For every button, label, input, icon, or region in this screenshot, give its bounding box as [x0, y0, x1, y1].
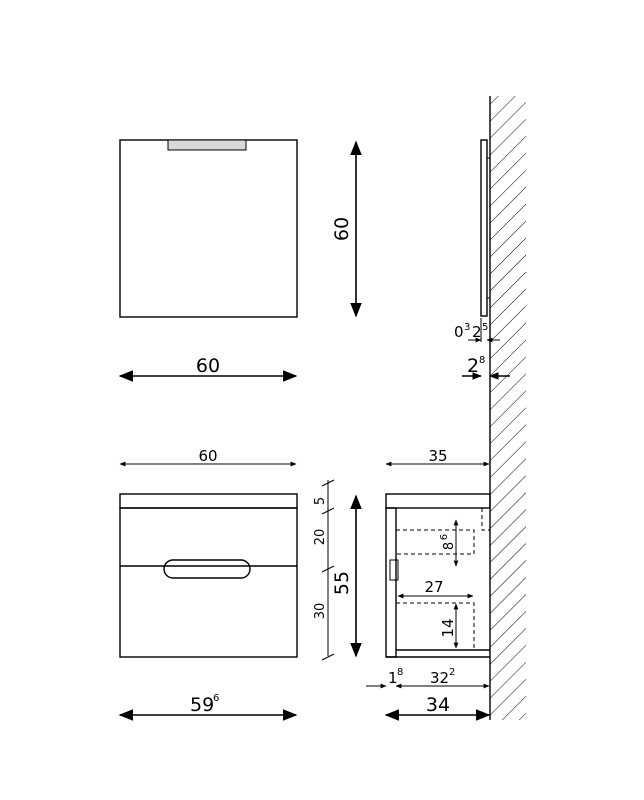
cabinet-front-view [119, 493, 298, 658]
cabinet-top-depth-label: 35 [428, 447, 447, 465]
cabinet-total-height-dimension: 55 [331, 494, 362, 658]
mirror-depth-sup: 8 [479, 355, 485, 366]
drawer-depth-dimension: 27 [397, 578, 474, 599]
body-depth-sup: 2 [449, 667, 455, 678]
body-depth-value: 32 [430, 669, 449, 687]
drawer-depth-label: 27 [424, 578, 443, 596]
cabinet-bottom-width-dimension: 59 6 [118, 693, 298, 721]
lower-inner-label: 14 [439, 618, 457, 637]
mirror-depth-dimension: 2 8 [462, 355, 510, 380]
top-plate-label: 5 [313, 497, 328, 505]
front-offset-dimension: 1 8 [366, 667, 403, 689]
lower-drawer-inner-dimension: 14 [439, 603, 459, 649]
wall [489, 96, 526, 720]
total-depth-label: 34 [426, 694, 450, 716]
cabinet-top-width-label: 60 [198, 447, 217, 465]
cabinet-height-chain: 5 20 30 [313, 479, 335, 661]
cabinet-bottom-width-value: 59 [190, 694, 214, 716]
body-depth-dimension: 32 2 [395, 667, 490, 689]
mirror-width-dimension: 60 [118, 355, 298, 382]
mirror-gap2-value: 2 [472, 323, 482, 341]
cabinet-side-view [385, 493, 491, 658]
cabinet-top-width-dimension: 60 [119, 447, 297, 467]
upper-drawer-inner-dimension: 8 6 [439, 519, 459, 567]
mirror-height-dimension: 60 [331, 140, 362, 318]
lower-drawer-label: 30 [313, 603, 328, 620]
mirror-depth-value: 2 [467, 355, 479, 377]
front-offset-value: 1 [388, 669, 398, 687]
mirror-gap2-sup: 5 [482, 322, 488, 333]
total-depth-dimension: 34 [384, 694, 491, 721]
upper-inner-sup: 6 [439, 534, 450, 540]
upper-inner-value: 8 [442, 542, 457, 550]
drawer-handle [163, 559, 251, 579]
mirror-width-label: 60 [196, 355, 220, 377]
cabinet-total-height-label: 55 [331, 571, 353, 595]
mirror-gap-value: 0 [454, 323, 464, 341]
mirror-height-label: 60 [331, 217, 353, 241]
front-offset-sup: 8 [397, 667, 403, 678]
mirror-gap-sup: 3 [464, 322, 470, 333]
cabinet-bottom-width-sup: 6 [213, 693, 219, 704]
upper-drawer-label: 20 [313, 529, 328, 546]
cabinet-top-depth-dimension: 35 [385, 447, 490, 467]
mirror-side-view [480, 139, 490, 317]
mirror-front-view [119, 139, 298, 318]
mirror-gap-dimension: 0 3 2 5 [454, 318, 500, 343]
